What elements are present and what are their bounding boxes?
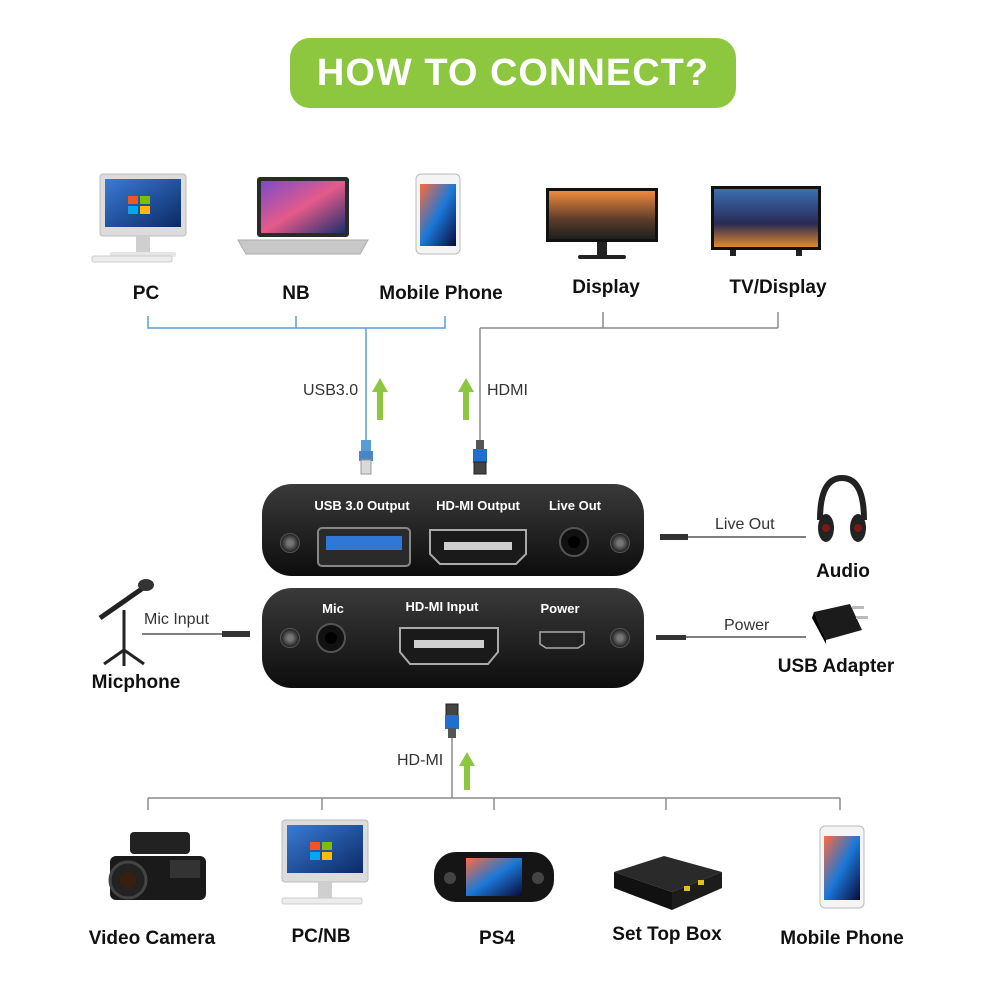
screw-icon bbox=[280, 628, 300, 648]
usb-connection-lines bbox=[147, 316, 446, 445]
laptop-icon bbox=[237, 177, 369, 255]
microphone-icon bbox=[98, 579, 154, 666]
device-label-mobile-phone: Mobile Phone bbox=[379, 283, 503, 304]
usb-plug-icon bbox=[359, 440, 373, 475]
device-label-microphone: Micphone bbox=[91, 672, 181, 693]
port-label-live-out: Live Out bbox=[548, 498, 602, 513]
usb-adapter-icon bbox=[812, 604, 868, 644]
live-out-label: Live Out bbox=[715, 516, 775, 533]
up-arrow-icon bbox=[372, 378, 388, 420]
hdmi-input-lines bbox=[147, 738, 841, 810]
hdmi-output-lines bbox=[479, 312, 779, 445]
psp-console-icon bbox=[434, 852, 554, 902]
cable-label-hdmi: HDMI bbox=[487, 382, 528, 399]
port-label-mic: Mic bbox=[322, 601, 344, 616]
device-label-audio: Audio bbox=[816, 561, 870, 582]
port-label-hdmi-input: HD-MI Input bbox=[405, 599, 479, 614]
cable-label-usb: USB3.0 bbox=[303, 382, 359, 399]
pc-monitor-icon bbox=[91, 173, 187, 263]
device-label-tv-display: TV/Display bbox=[729, 277, 827, 298]
display-monitor-icon bbox=[546, 188, 658, 259]
device-label-mobile-phone-bottom: Mobile Phone bbox=[780, 928, 904, 949]
port-label-power: Power bbox=[540, 601, 580, 616]
device-label-usb-adapter: USB Adapter bbox=[777, 656, 895, 677]
headphones-icon bbox=[817, 474, 867, 542]
device-label-pc: PC bbox=[132, 283, 160, 304]
hdmi-input-plug-icon bbox=[445, 703, 459, 738]
video-camera-icon bbox=[108, 832, 206, 900]
set-top-box-icon bbox=[614, 856, 722, 910]
hdmi-plug-icon bbox=[473, 440, 487, 475]
mobile-phone-icon bbox=[819, 825, 865, 909]
title-banner: HOW TO CONNECT? bbox=[290, 38, 736, 108]
tv-display-icon bbox=[711, 186, 821, 256]
screw-icon bbox=[280, 533, 300, 553]
screw-icon bbox=[610, 628, 630, 648]
device-label-pc-nb: PC/NB bbox=[291, 926, 351, 947]
port-label-hdmi-output: HD-MI Output bbox=[436, 498, 520, 513]
device-label-display: Display bbox=[572, 277, 640, 298]
capture-device bbox=[262, 484, 644, 688]
pc-monitor-icon bbox=[281, 819, 369, 905]
up-arrow-icon bbox=[458, 378, 474, 420]
power-line bbox=[656, 635, 806, 640]
device-label-video-camera: Video Camera bbox=[88, 928, 216, 949]
device-label-nb: NB bbox=[282, 283, 310, 304]
up-arrow-icon bbox=[459, 752, 475, 790]
device-label-set-top-box: Set Top Box bbox=[612, 924, 722, 945]
mic-input-label: Mic Input bbox=[144, 611, 209, 628]
device-label-ps4: PS4 bbox=[479, 928, 515, 949]
port-label-usb-output: USB 3.0 Output bbox=[314, 498, 410, 513]
mic-input-line bbox=[142, 631, 250, 637]
screw-icon bbox=[610, 533, 630, 553]
page-title: HOW TO CONNECT? bbox=[316, 51, 710, 94]
live-out-line bbox=[660, 534, 806, 540]
cable-label-hdmi-input: HD-MI bbox=[397, 752, 444, 769]
mobile-phone-icon bbox=[415, 173, 461, 255]
power-label: Power bbox=[724, 617, 770, 634]
